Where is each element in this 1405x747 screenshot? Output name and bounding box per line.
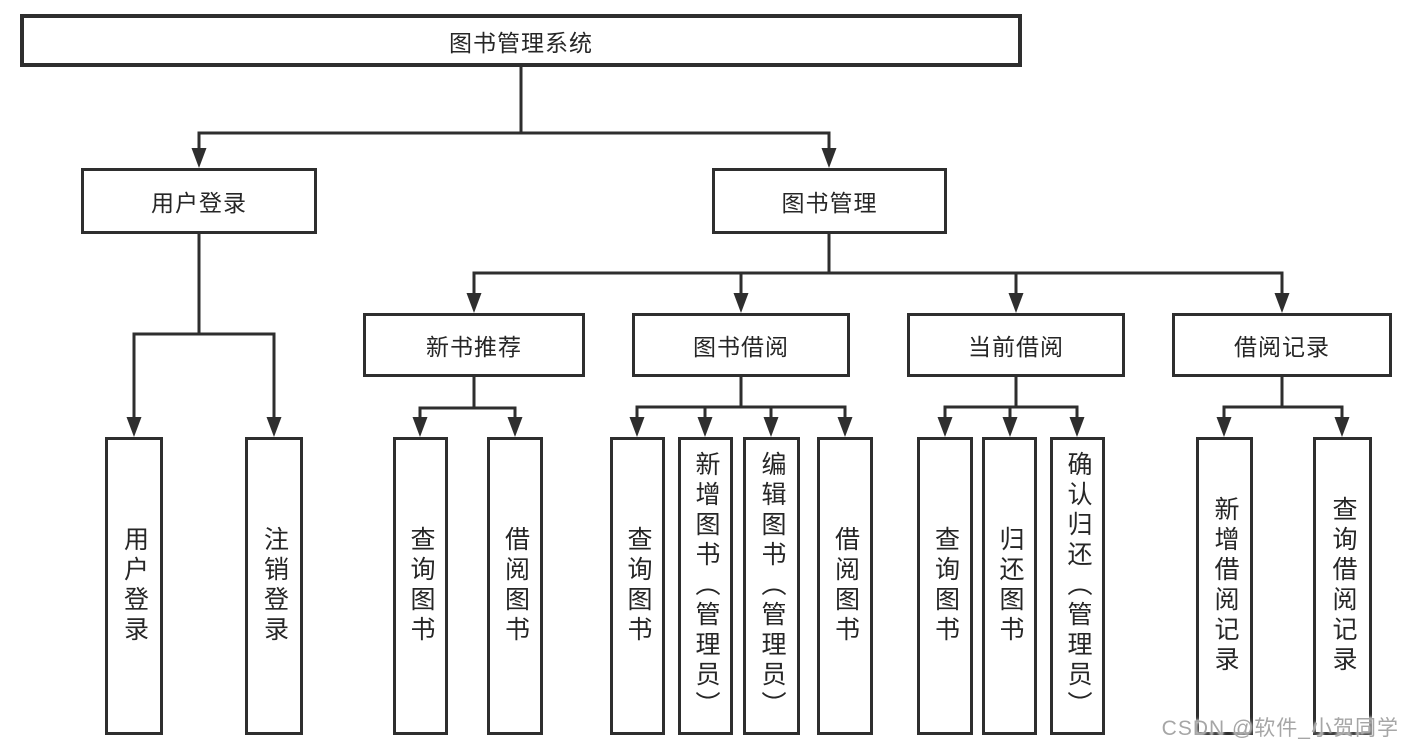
leaf-records-add-record: 新增借阅记录 xyxy=(1196,437,1253,735)
node-label: 借阅图书 xyxy=(501,526,530,646)
node-label: 用户登录 xyxy=(120,526,149,646)
node-borrowing-records: 借阅记录 xyxy=(1172,313,1392,377)
node-label: 用户登录 xyxy=(151,190,247,216)
leaf-current-return-books: 归还图书 xyxy=(982,437,1037,735)
leaf-current-query-books: 查询图书 xyxy=(917,437,973,735)
leaf-rec-borrow-books: 借阅图书 xyxy=(487,437,543,735)
leaf-records-query-record: 查询借阅记录 xyxy=(1313,437,1372,735)
node-label: 归还图书 xyxy=(996,526,1024,646)
leaf-user-login: 用户登录 xyxy=(105,437,163,735)
node-label: 当前借阅 xyxy=(968,334,1064,360)
node-label: 查询借阅记录 xyxy=(1329,496,1357,676)
node-label: 借阅记录 xyxy=(1234,334,1330,360)
node-label: 新书推荐 xyxy=(426,334,522,360)
node-label: 查询图书 xyxy=(931,526,960,646)
node-label: 借阅图书 xyxy=(831,526,860,646)
node-label: 注销登录 xyxy=(260,526,289,646)
node-book-management: 图书管理 xyxy=(712,168,947,234)
leaf-current-confirm-return-admin: 确认归还（管理员） xyxy=(1050,437,1105,735)
node-label: 图书管理 xyxy=(781,190,878,216)
node-label: 图书管理系统 xyxy=(449,29,593,56)
leaf-rec-query-books: 查询图书 xyxy=(393,437,448,735)
node-library-management-system: 图书管理系统 xyxy=(20,14,1022,67)
node-new-book-recommend: 新书推荐 xyxy=(363,313,585,377)
node-user-login: 用户登录 xyxy=(81,168,317,234)
leaf-borrow-edit-books-admin: 编辑图书（管理员） xyxy=(743,437,800,735)
node-label: 确认归还（管理员） xyxy=(1064,451,1092,721)
node-current-borrowing: 当前借阅 xyxy=(907,313,1125,377)
node-label: 查询图书 xyxy=(407,526,435,646)
leaf-borrow-query-books: 查询图书 xyxy=(610,437,665,735)
arrowheads xyxy=(126,148,1350,437)
leaf-borrow-borrow-books: 借阅图书 xyxy=(817,437,873,735)
node-book-borrowing: 图书借阅 xyxy=(632,313,850,377)
leaf-logout: 注销登录 xyxy=(245,437,303,735)
node-label: 新增借阅记录 xyxy=(1211,496,1239,676)
node-label: 图书借阅 xyxy=(693,334,789,360)
leaf-borrow-add-books-admin: 新增图书（管理员） xyxy=(678,437,733,735)
csdn-watermark: CSDN @软件_小贺同学 xyxy=(1161,717,1399,740)
node-label: 新增图书（管理员） xyxy=(692,451,720,721)
node-label: 查询图书 xyxy=(624,526,652,646)
node-label: 编辑图书（管理员） xyxy=(758,451,786,721)
